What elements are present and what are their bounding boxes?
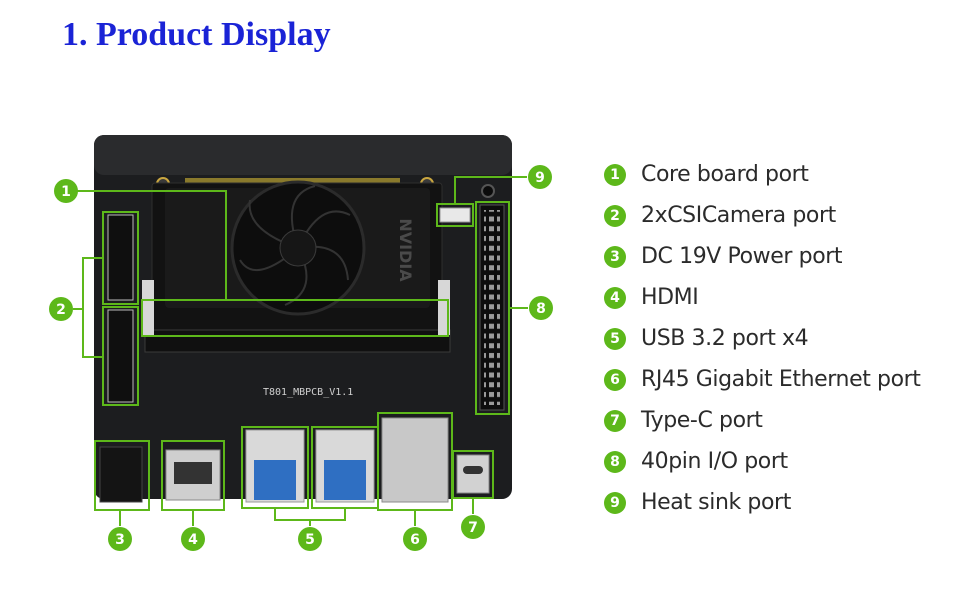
- fan-connector: [439, 207, 471, 223]
- callout-badge-1: 1: [54, 179, 78, 203]
- module-slot: [144, 329, 451, 353]
- svg-text:2: 2: [56, 302, 66, 318]
- outline-core-board: [141, 299, 449, 337]
- legend-item: 1 Core board port: [604, 154, 921, 195]
- svg-text:7: 7: [468, 520, 478, 536]
- legend-item: 2 2xCSICamera port: [604, 195, 921, 236]
- svg-text:4: 4: [188, 532, 198, 548]
- rj45-connector: [381, 417, 449, 503]
- gpio-pins: [484, 210, 500, 405]
- svg-text:6: 6: [410, 532, 420, 548]
- svg-text:8: 8: [536, 301, 546, 317]
- legend-number: 4: [604, 286, 626, 309]
- callout-badge-3: 3: [108, 527, 132, 551]
- callout-badge-8: 8: [529, 296, 553, 320]
- svg-text:3: 3: [115, 532, 125, 548]
- legend-item: 6 RJ45 Gigabit Ethernet port: [604, 359, 921, 400]
- mounting-hole: [481, 184, 495, 198]
- svg-text:1: 1: [61, 184, 71, 200]
- outline-dc-jack: [94, 440, 150, 511]
- callout-badge-5: 5: [298, 527, 322, 551]
- legend-number: 8: [604, 450, 626, 473]
- fan-logo: NVIDIA: [396, 218, 415, 282]
- board-silkscreen: T801_MBPCB_V1.1: [263, 387, 353, 398]
- legend-item: 3 DC 19V Power port: [604, 236, 921, 277]
- board-edge-shade: [94, 135, 512, 175]
- legend-label: HDMI: [641, 285, 699, 310]
- callout-badge-4: 4: [181, 527, 205, 551]
- legend-number: 6: [604, 368, 626, 391]
- legend-label: DC 19V Power port: [641, 244, 843, 269]
- callout-badge-7: 7: [461, 515, 485, 539]
- legend-label: 40pin I/O port: [641, 449, 788, 474]
- legend-number: 3: [604, 245, 626, 268]
- camera-connector: [107, 309, 134, 403]
- page-title: 1. Product Display: [62, 16, 331, 53]
- dc-jack: [99, 446, 143, 503]
- legend-label: Core board port: [641, 162, 809, 187]
- callout-badge-2: 2: [49, 297, 73, 321]
- legend-item: 7 Type-C port: [604, 400, 921, 441]
- legend-label: 2xCSICamera port: [641, 203, 836, 228]
- fan-hub: [279, 229, 317, 267]
- legend-label: Type-C port: [641, 408, 763, 433]
- svg-text:5: 5: [305, 532, 315, 548]
- port-legend: 1 Core board port 2 2xCSICamera port 3 DC 1…: [604, 154, 921, 523]
- legend-item: 5 USB 3.2 port x4: [604, 318, 921, 359]
- slot-latch: [142, 280, 154, 335]
- legend-item: 4 HDMI: [604, 277, 921, 318]
- legend-item: 8 40pin I/O port: [604, 441, 921, 482]
- svg-text:9: 9: [535, 170, 545, 186]
- legend-number: 1: [604, 163, 626, 186]
- leader-lines: [73, 176, 528, 526]
- callout-badge-9: 9: [528, 165, 552, 189]
- legend-number: 5: [604, 327, 626, 350]
- legend-label: RJ45 Gigabit Ethernet port: [641, 367, 921, 392]
- legend-number: 7: [604, 409, 626, 432]
- legend-item: 9 Heat sink port: [604, 482, 921, 523]
- callout-badge-6: 6: [403, 527, 427, 551]
- legend-number: 9: [604, 491, 626, 514]
- camera-connector: [107, 214, 134, 301]
- legend-label: USB 3.2 port x4: [641, 326, 809, 351]
- gold-pin-strip: [185, 178, 400, 183]
- legend-label: Heat sink port: [641, 490, 791, 515]
- legend-number: 2: [604, 204, 626, 227]
